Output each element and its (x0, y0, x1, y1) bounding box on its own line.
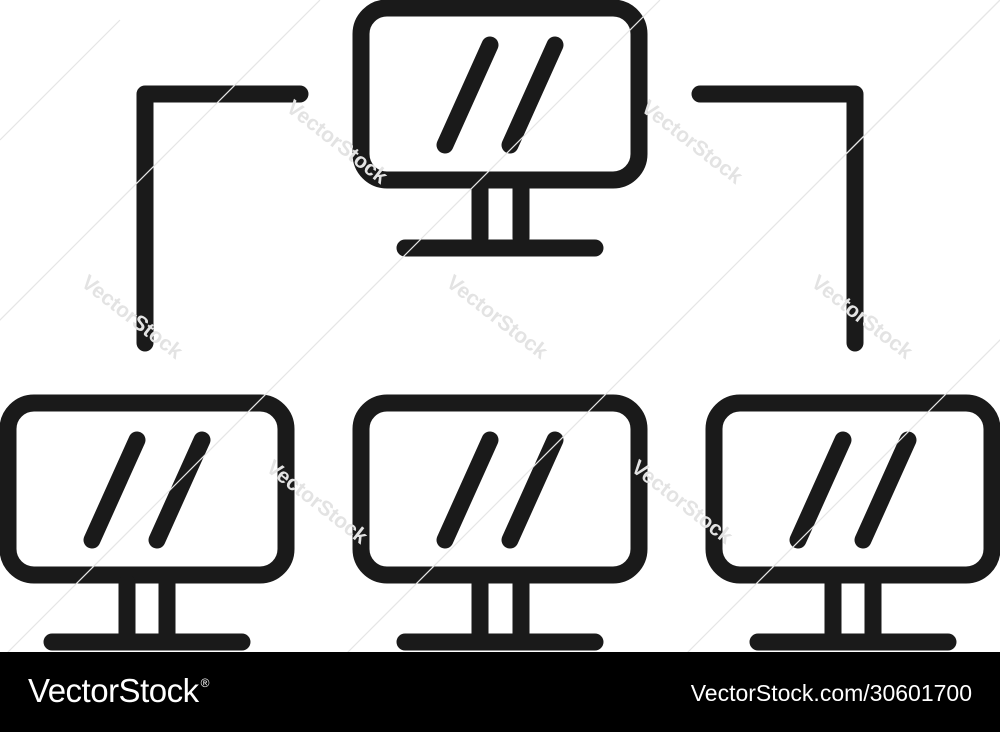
bottom-left-monitor-icon (0, 394, 295, 651)
footer-bar: VectorStock® VectorStock.com/30601700 (0, 652, 1000, 732)
footer-brand-logo: VectorStock® (28, 672, 209, 710)
footer-brand-name: VectorStock (28, 672, 199, 709)
bottom-center-monitor-icon (352, 394, 648, 651)
connector-right (691, 85, 864, 352)
top-monitor-icon (352, 0, 648, 257)
connector-left (136, 85, 309, 352)
network-diagram-illustration (0, 0, 1000, 651)
bottom-right-monitor-icon (705, 394, 1000, 651)
footer-image-id: VectorStock.com/30601700 (690, 680, 972, 706)
illustration-canvas: VectorStock VectorStock VectorStock Vect… (0, 0, 1000, 652)
footer-brand-mark: ® (200, 676, 210, 690)
